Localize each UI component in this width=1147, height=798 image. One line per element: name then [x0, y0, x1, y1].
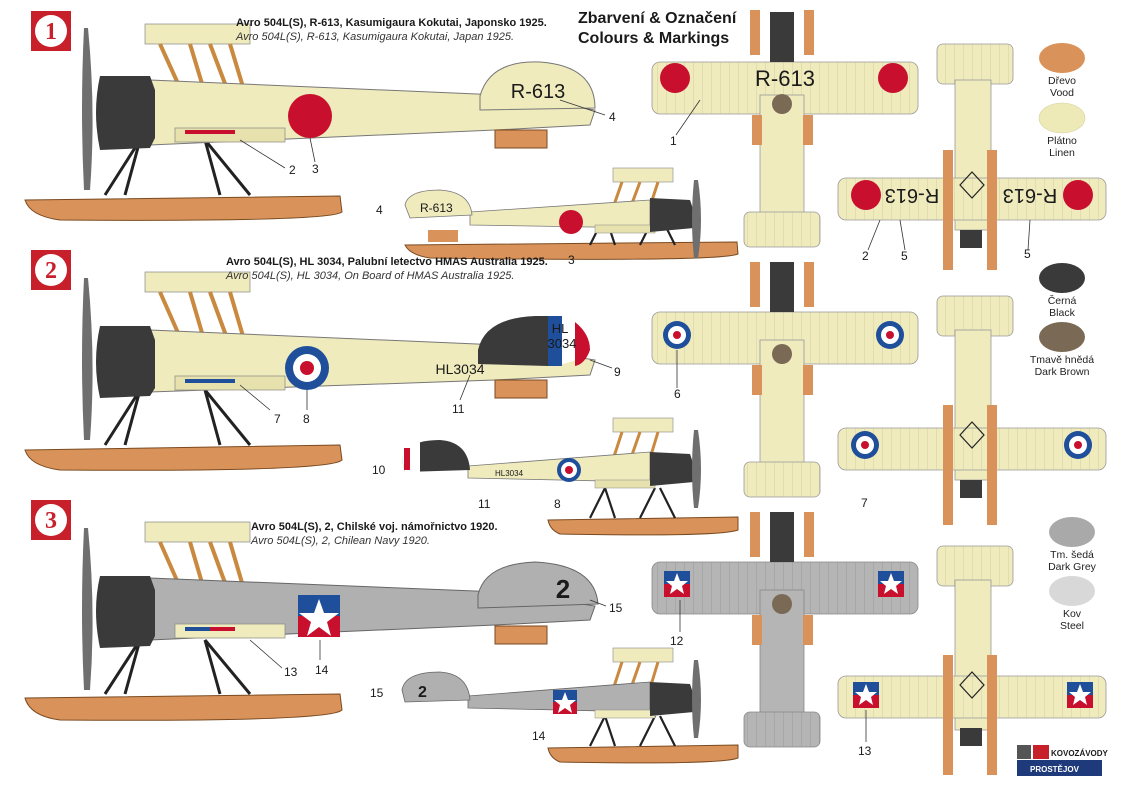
scheme3-large-code: 2: [556, 574, 570, 604]
scheme2-top-view: [651, 262, 919, 498]
callout-2-s1-bottom: 2: [862, 249, 869, 263]
scheme-badge-2: 2: [31, 250, 71, 290]
callouts: 2 3 4 1 4 3 2 5 5 7 8 9 11 6 10 11 8 7 1…: [239, 99, 1031, 758]
scheme-badge-3: 3: [31, 500, 71, 540]
scheme1-caption-cz: Avro 504L(S), R-613, Kasumigaura Kokutai…: [236, 17, 547, 29]
scheme3-caption-cz: Avro 504L(S), 2, Chilské voj. námořnictv…: [251, 521, 498, 533]
scheme2-side-view-small: HL3034: [402, 417, 739, 536]
callout-7-s2-bottom: 7: [861, 496, 868, 510]
scheme-number-3: 3: [45, 508, 57, 534]
kovozavody-logo: KOVOZÁVODY PROSTĚJOV: [1017, 745, 1109, 776]
swatch-black: [1039, 263, 1085, 293]
swatch-wood: [1039, 43, 1085, 73]
scheme3-caption-en: Avro 504L(S), 2, Chilean Navy 1920.: [251, 535, 430, 547]
logo-line-1: KOVOZÁVODY: [1051, 749, 1109, 758]
callout-4-s1: 4: [609, 110, 616, 124]
scheme2-rudder-code-2: 3034: [548, 336, 577, 351]
colour-swatches: [1038, 43, 1095, 606]
callout-1-s1: 1: [670, 134, 677, 148]
scheme1-caption-en: Avro 504L(S), R-613, Kasumigaura Kokutai…: [236, 31, 515, 43]
scheme1-large-code: R-613: [511, 81, 565, 103]
callout-12-s3: 12: [670, 634, 684, 648]
scheme2-rudder-code-1: HL: [552, 321, 569, 336]
scheme3-bottom-view: [837, 545, 1107, 775]
callout-13-s3-bottom: 13: [858, 744, 872, 758]
scheme2-caption-en: Avro 504L(S), HL 3034, On Board of HMAS …: [226, 270, 515, 282]
callout-5-s1-bottom-a: 5: [901, 249, 908, 263]
callout-14-s3: 14: [315, 663, 329, 677]
callout-11-s2-small: 11: [478, 497, 491, 511]
callout-15-s3: 15: [609, 601, 623, 615]
callout-6-s2: 6: [674, 387, 681, 401]
callout-3-s1: 3: [312, 162, 319, 176]
callout-2-s1: 2: [289, 163, 296, 177]
logo-line-2: PROSTĚJOV: [1030, 765, 1080, 774]
callout-9-s2: 9: [614, 365, 621, 379]
scheme1-bottom-code-right: R-613: [1003, 184, 1057, 206]
callout-14-s3-small: 14: [532, 729, 546, 743]
scheme-badge-1: 1: [31, 11, 71, 51]
scheme2-side-view-large: HL3034 HL 3034: [24, 271, 596, 471]
callout-10-s2: 10: [372, 463, 386, 477]
title-english: Colours & Markings: [578, 30, 730, 47]
callout-13-s3: 13: [284, 665, 298, 679]
swatch-linen: [1038, 102, 1086, 134]
callout-5-s1-bottom-b: 5: [1024, 247, 1031, 261]
callout-8-s2: 8: [303, 412, 310, 426]
scheme3-side-view-large: 2: [24, 521, 599, 721]
scheme1-small-code: R-613: [420, 201, 453, 215]
callout-8-s2-small: 8: [554, 497, 561, 511]
scheme1-side-view-small: R-613: [404, 167, 739, 260]
callout-7-s2: 7: [274, 412, 281, 426]
scheme1-top-code: R-613: [755, 66, 815, 91]
callout-3-s1-small: 3: [568, 253, 575, 267]
scheme1-side-view-large: R-613: [24, 23, 596, 221]
scheme-number-1: 1: [45, 19, 57, 45]
swatch-dark-brown: [1039, 322, 1085, 352]
swatch-dark-grey: [1049, 517, 1095, 547]
callout-15-s3-small: 15: [370, 686, 384, 700]
swatch-steel: [1049, 576, 1095, 606]
scheme3-small-code: 2: [418, 684, 427, 701]
callout-11-s2: 11: [452, 402, 465, 416]
callout-4-s1-small: 4: [376, 203, 383, 217]
scheme2-small-code: HL3034: [495, 469, 524, 478]
scheme1-top-view: R-613: [651, 10, 919, 248]
scheme-number-2: 2: [45, 258, 57, 284]
title-czech: Zbarvení & Označení: [578, 10, 737, 27]
scheme1-bottom-code-left: R-613: [885, 184, 939, 206]
scheme2-bottom-view: [837, 295, 1107, 525]
scheme2-large-code: HL3034: [435, 361, 484, 377]
scheme3-side-view-small: 2: [401, 647, 739, 764]
scheme2-caption-cz: Avro 504L(S), HL 3034, Palubní letectvo …: [226, 256, 548, 268]
scheme1-bottom-view: R-613 R-613: [837, 43, 1107, 270]
scheme3-top-view: [651, 512, 919, 748]
